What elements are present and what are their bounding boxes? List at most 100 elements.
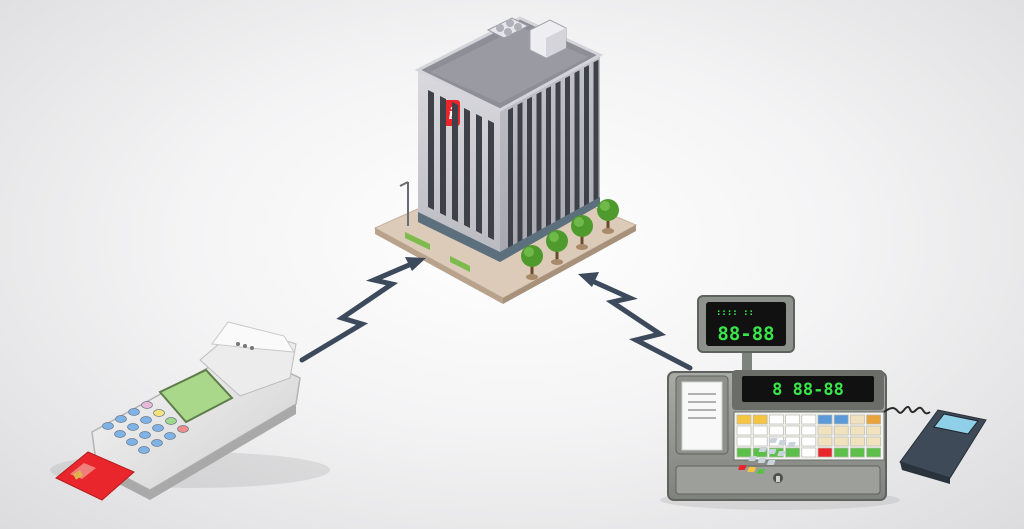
window-strip	[476, 114, 482, 234]
terminal-key	[139, 431, 151, 439]
terminal-key	[152, 424, 164, 432]
pin-pad-key	[768, 449, 777, 454]
register-key	[736, 436, 752, 447]
pin-pad	[738, 409, 987, 484]
window-strip	[527, 96, 532, 241]
pin-pad-key	[747, 467, 756, 472]
pin-pad-key	[778, 440, 787, 445]
register-key	[785, 447, 800, 458]
pin-pad-key	[777, 451, 786, 456]
register-key	[833, 436, 849, 447]
terminal-key	[115, 415, 127, 423]
cash-register: :::: :: 88-88 8 88-88	[660, 295, 987, 510]
right-facade-windows	[500, 59, 600, 262]
cash-drawer	[675, 465, 881, 495]
customer-display-readout: 88-88	[717, 323, 774, 345]
tree	[571, 215, 593, 250]
terminal-key	[177, 425, 189, 433]
terminal-key	[153, 409, 165, 417]
register-key	[817, 447, 833, 458]
register-key	[833, 414, 849, 425]
terminal-key	[127, 423, 139, 431]
register-key	[785, 425, 800, 436]
left-facade-windows	[418, 90, 500, 262]
window-strip	[508, 107, 513, 252]
register-key	[736, 414, 752, 425]
customer-display: :::: :: 88-88	[697, 295, 795, 353]
register-key	[866, 447, 881, 458]
register-key	[801, 425, 817, 436]
window-strip	[584, 65, 589, 209]
pin-pad-key	[787, 442, 796, 447]
window-strip	[440, 96, 446, 216]
terminal-key	[128, 408, 140, 416]
terminal-key	[126, 438, 138, 446]
pin-pad-key	[769, 438, 778, 443]
card-payment-terminal	[50, 321, 330, 501]
register-key	[801, 436, 817, 447]
pin-pad-key	[756, 469, 765, 474]
register-key	[817, 425, 833, 436]
register-key	[833, 447, 849, 458]
terminal-key	[138, 446, 150, 454]
terminal-key	[114, 430, 126, 438]
window-strip	[574, 70, 580, 214]
register-key	[850, 414, 865, 425]
payment-card	[55, 451, 135, 501]
register-key	[801, 447, 817, 458]
terminal-key	[151, 439, 163, 447]
terminal-key	[165, 417, 177, 425]
window-strip	[593, 59, 599, 204]
register-key	[866, 425, 881, 436]
register-receipt-printer	[675, 375, 729, 455]
register-key	[769, 425, 784, 436]
signal-left-to-office	[299, 257, 426, 363]
register-key	[817, 414, 833, 425]
register-key	[752, 414, 768, 425]
main-display	[742, 376, 874, 402]
register-key	[736, 425, 752, 436]
register-key	[785, 414, 800, 425]
window-strip	[517, 102, 523, 246]
pin-pad-key	[748, 456, 757, 461]
tree	[521, 245, 543, 280]
register-key	[817, 436, 833, 447]
signal-right-to-office	[578, 272, 693, 371]
main-display-readout: 8 88-88	[772, 380, 844, 400]
window-strip	[555, 80, 561, 225]
register-key	[736, 447, 752, 458]
register-key	[866, 414, 881, 425]
signal-arrowhead-left	[405, 257, 426, 271]
trees	[521, 199, 619, 280]
window-strip	[464, 108, 470, 228]
terminal-keypad	[102, 401, 189, 454]
window-strip	[546, 86, 551, 230]
tree	[546, 230, 568, 265]
pin-pad-key	[738, 465, 747, 470]
office-building: i	[373, 16, 638, 304]
register-key	[850, 447, 865, 458]
register-key	[866, 436, 881, 447]
register-key	[752, 425, 768, 436]
terminal-key	[140, 416, 152, 424]
register-key	[833, 425, 849, 436]
building-logo-letter: i	[449, 104, 454, 123]
terminal-key	[141, 401, 153, 409]
pin-pad-screen	[933, 413, 979, 435]
svg-text::::: ::: :::: ::	[716, 308, 754, 318]
window-strip	[452, 102, 458, 222]
terminal-key	[164, 432, 176, 440]
register-key	[769, 414, 784, 425]
register-key	[850, 425, 865, 436]
pin-pad-key	[758, 447, 768, 452]
pin-pad-key	[767, 460, 776, 465]
pin-pad-key	[757, 458, 767, 463]
window-strip	[536, 91, 542, 236]
window-strip	[428, 90, 434, 210]
register-key	[752, 436, 768, 447]
register-key	[850, 436, 865, 447]
register-keyboard	[733, 411, 885, 461]
window-strip	[488, 120, 494, 240]
hedges	[405, 232, 470, 272]
